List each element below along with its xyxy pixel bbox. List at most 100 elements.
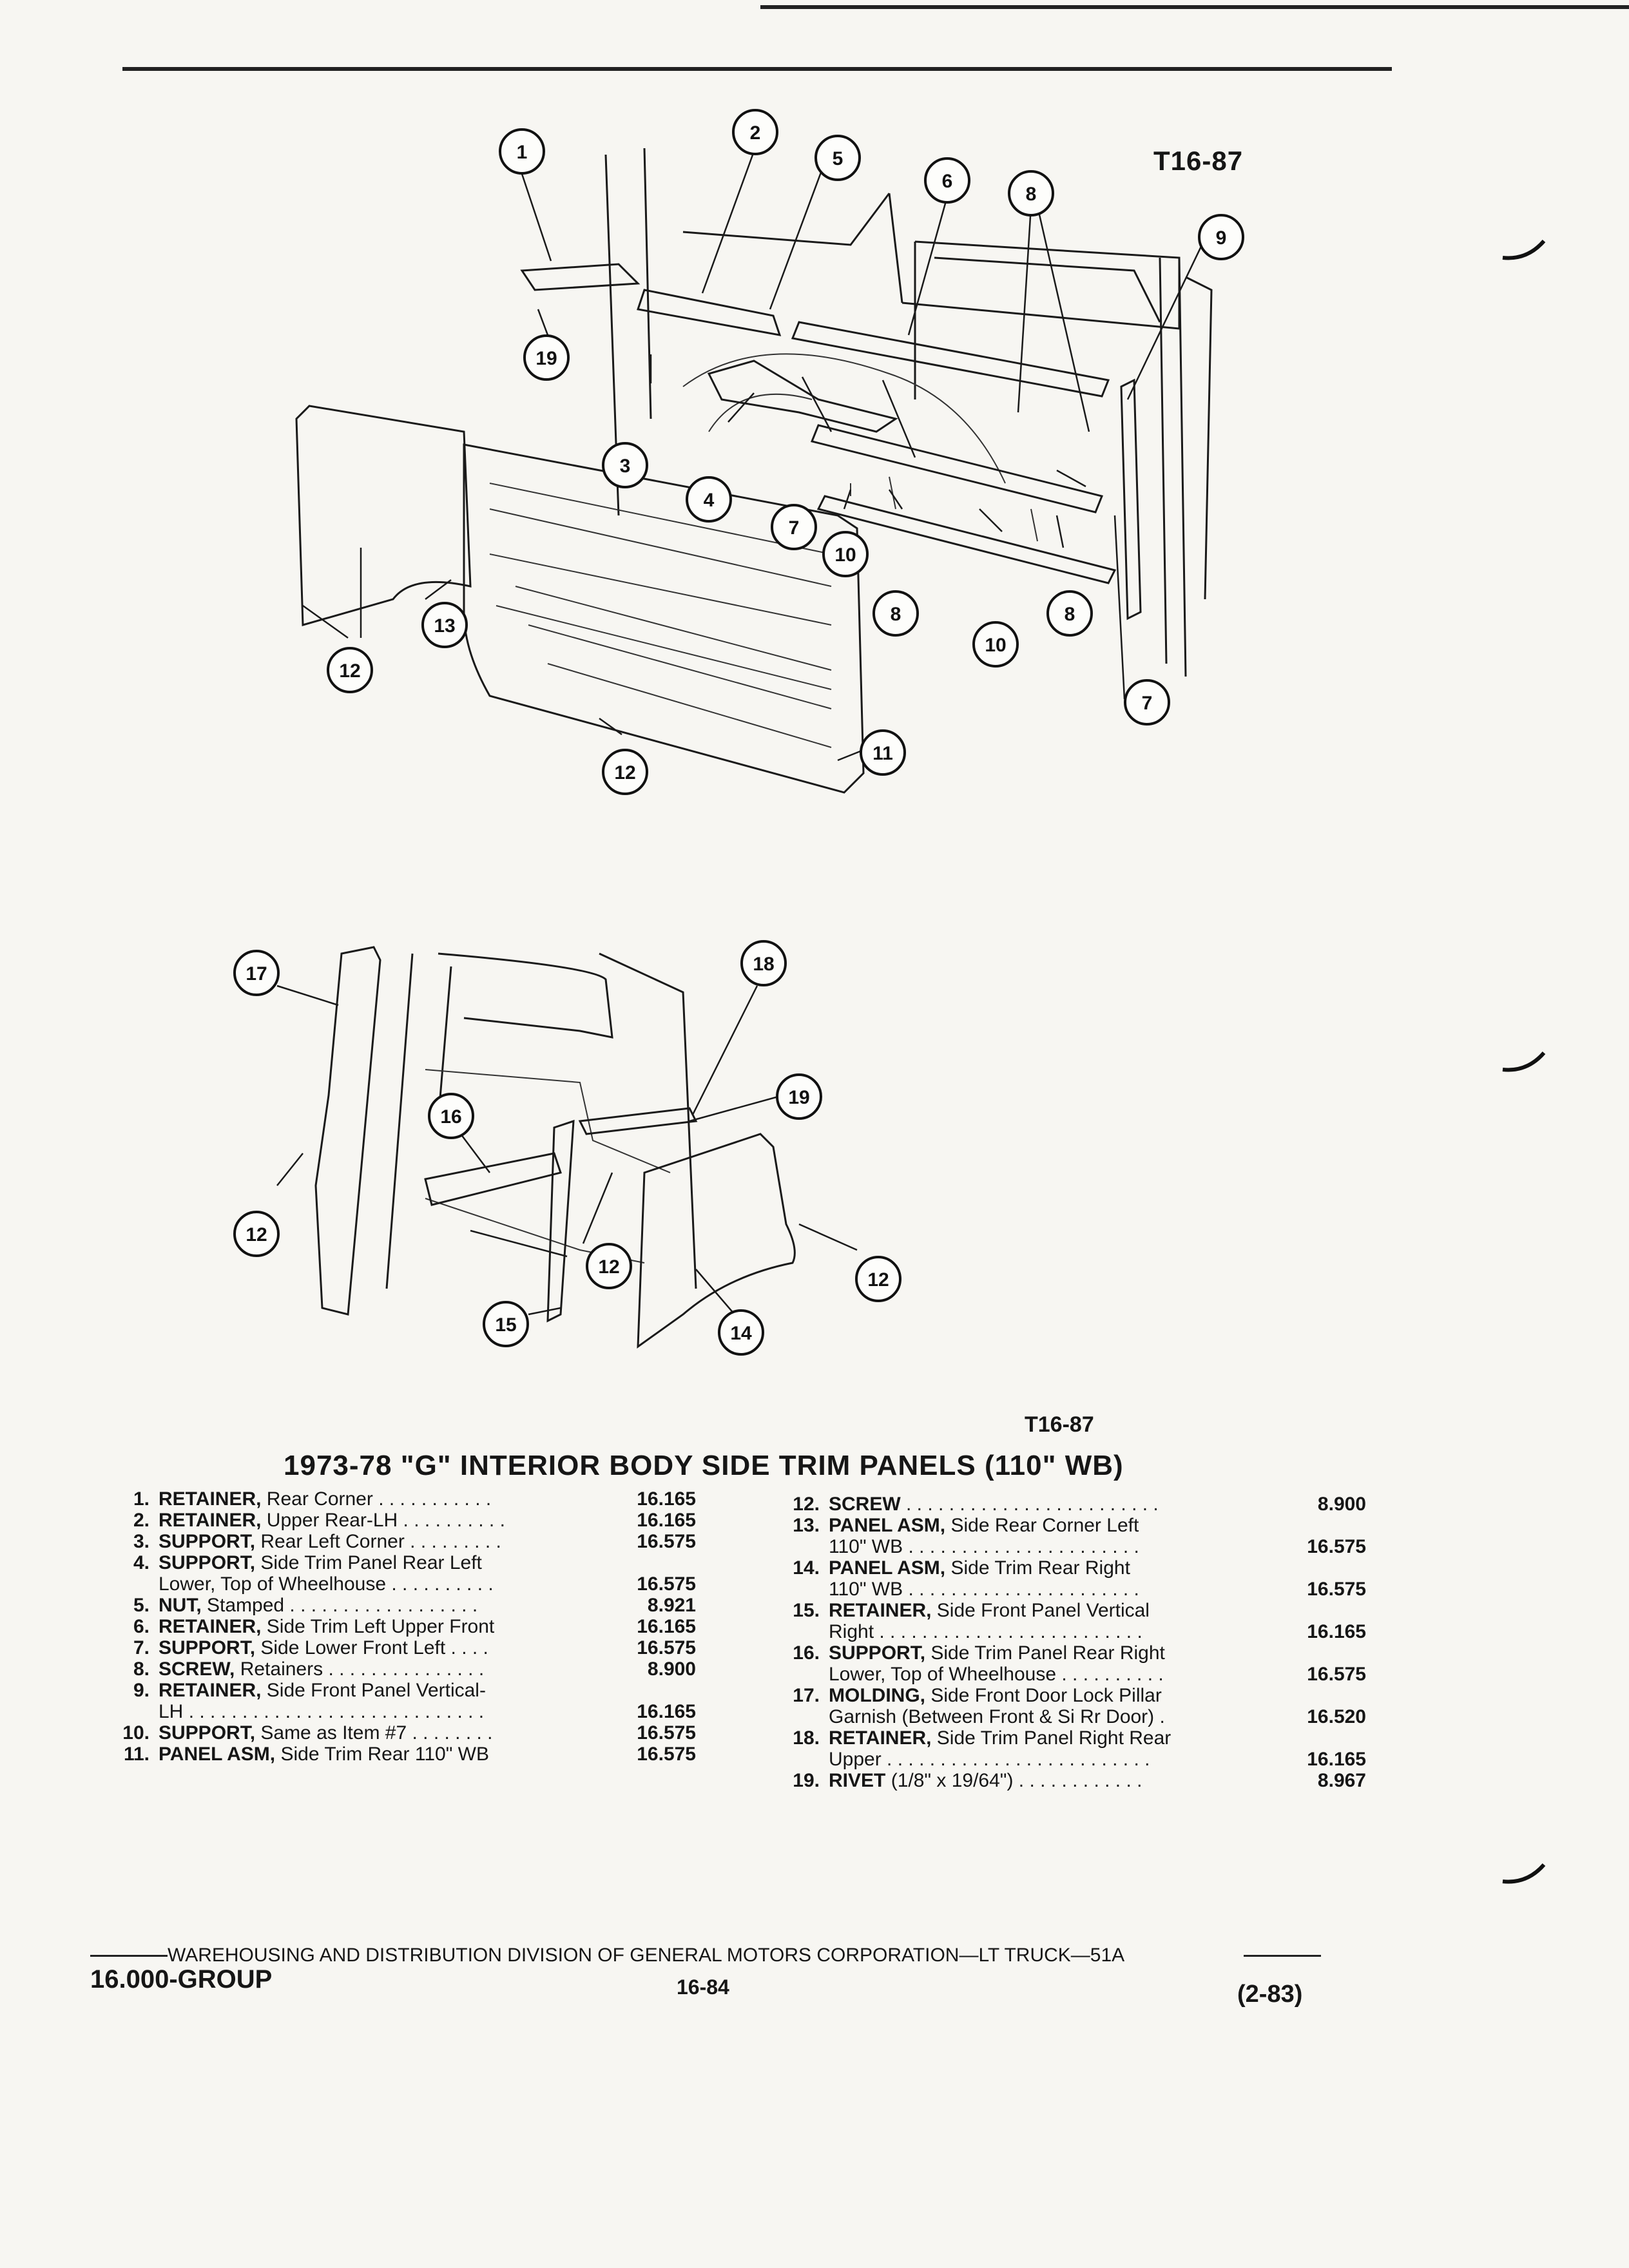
header-rule [122,67,1392,71]
callout-circle [428,1093,474,1139]
part-number: 5. [133,1595,149,1616]
leader-dots: . . . . . . . . . . . . . . . . . . . . … [903,1536,1139,1557]
part-name: SUPPORT, [159,1552,256,1573]
callout-circle [972,621,1019,668]
part-desc-text: Upper Rear-LH [266,1510,398,1531]
leader-dots: . . . . . . . . . . . [372,1488,492,1510]
callout-circle [327,647,373,693]
part-desc-text: Side Lower Front Left [260,1637,446,1658]
part-row: 12.SCREW . . . . . . . . . . . . . . . .… [760,1494,1366,1515]
margin-tick-mark [1502,1051,1546,1072]
callout-number: 1 [517,142,528,163]
part-description: RETAINER, Side Trim Panel Right Rear [829,1727,1366,1749]
part-number: 13. [793,1515,820,1536]
callout-circle [1198,214,1244,260]
part-number: 12. [793,1494,820,1515]
callout-number: 12 [598,1256,619,1278]
part-number: 17. [793,1685,820,1706]
part-desc-cont: Garnish (Between Front & Si Rr Door) . [829,1706,1269,1727]
part-name: RETAINER, [159,1510,262,1531]
part-description: RETAINER, Side Trim Left Upper Front [159,1616,599,1637]
callout-number: 9 [1216,227,1227,249]
callout-number: 19 [788,1087,809,1108]
part-number: 16. [793,1642,820,1664]
leader-dots: . . . . [445,1637,488,1658]
callout-circle [860,729,906,776]
group-code: 8.967 [1317,1770,1366,1791]
part-desc-text: Side Trim Panel Right Rear [936,1727,1171,1749]
group-code: 16.165 [637,1510,696,1531]
callout-number: 4 [704,490,715,511]
part-desc-cont-text: 110" WB [829,1536,903,1557]
part-number: 3. [133,1531,149,1552]
part-desc-cont: Lower, Top of Wheelhouse . . . . . . . .… [159,1573,599,1595]
footer-dash-left [90,1955,168,1957]
part-name: RETAINER, [159,1616,262,1637]
part-name: SCREW, [159,1658,235,1680]
group-code: 16.575 [637,1637,696,1658]
part-name: RIVET [829,1770,886,1791]
part-row: 13.PANEL ASM, Side Rear Corner Left [760,1515,1366,1536]
group-code: 8.921 [647,1595,696,1616]
part-desc-text: Side Front Door Lock Pillar [930,1685,1162,1706]
leader-dots: . . . . . . . . . . . . . . . . . . . . … [874,1621,1142,1642]
part-row-continued: Garnish (Between Front & Si Rr Door) .16… [760,1706,1366,1727]
part-name: SUPPORT, [159,1531,256,1552]
callout-number: 3 [620,456,631,477]
part-row: 18.RETAINER, Side Trim Panel Right Rear [760,1727,1366,1749]
part-number: 15. [793,1600,820,1621]
parts-list-title: 1973-78 "G" INTERIOR BODY SIDE TRIM PANE… [284,1450,1124,1481]
leader-dots: . . . . . . . . . . [386,1573,494,1595]
part-desc-cont: Right . . . . . . . . . . . . . . . . . … [829,1621,1269,1642]
part-desc-cont: 110" WB . . . . . . . . . . . . . . . . … [829,1536,1269,1557]
callout-number: 12 [246,1224,267,1245]
part-description: SUPPORT, Rear Left Corner . . . . . . . … [159,1531,599,1552]
callout-circle [855,1256,901,1302]
part-row-continued: 110" WB . . . . . . . . . . . . . . . . … [760,1579,1366,1600]
part-name: MOLDING, [829,1685,925,1706]
part-row-continued: LH . . . . . . . . . . . . . . . . . . .… [90,1701,696,1722]
part-name: PANEL ASM, [829,1515,946,1536]
part-row: 19.RIVET (1/8" x 19/64") . . . . . . . .… [760,1770,1366,1791]
part-name: SUPPORT, [159,1722,256,1744]
leader-dots: . . . . . . . . . . [398,1510,505,1531]
callout-number: 14 [730,1323,752,1344]
part-row-continued: Lower, Top of Wheelhouse . . . . . . . .… [90,1573,696,1595]
part-desc-text: Side Trim Rear 110" WB [280,1744,490,1765]
part-row: 14.PANEL ASM, Side Trim Rear Right [760,1557,1366,1579]
callout-number: 16 [440,1106,461,1128]
part-desc-text: Same as Item #7 [260,1722,407,1744]
part-row: 3. SUPPORT, Rear Left Corner . . . . . . … [90,1531,696,1552]
group-code: 16.165 [1307,1749,1366,1770]
callout-number: 11 [872,743,893,764]
part-row-continued: Lower, Top of Wheelhouse . . . . . . . .… [760,1664,1366,1685]
leader-dots: . . . . . . . . . . . . [1013,1770,1142,1791]
part-desc-cont-text: Garnish (Between Front & Si Rr Door) [829,1706,1155,1727]
part-row: 5.NUT, Stamped . . . . . . . . . . . . .… [90,1595,696,1616]
part-number: 11. [123,1744,149,1765]
callout-number: 10 [985,635,1006,656]
callout-number: 18 [753,954,774,975]
part-name: NUT, [159,1595,202,1616]
callout-circle [732,109,778,155]
group-code: 16.575 [637,1531,696,1552]
part-desc-text: Rear Left Corner [260,1531,405,1552]
leader-dots: . . . . . . . . . . . . . . . . . . . . … [183,1701,485,1722]
group-code: 16.575 [637,1573,696,1595]
figure-code-top: T16-87 [1153,146,1244,176]
group-code: 16.165 [637,1488,696,1510]
callout-circle [924,157,970,204]
part-desc-text: Rear Corner [266,1488,373,1510]
group-code: 8.900 [1317,1494,1366,1515]
callout-circle [602,749,648,795]
callout-number: 19 [535,348,557,369]
part-description: SUPPORT, Side Trim Panel Rear Left [159,1552,696,1573]
callout-circle [602,442,648,488]
callout-circle [718,1309,764,1356]
part-description: RETAINER, Side Front Panel Vertical- [159,1680,696,1701]
part-name: RETAINER, [829,1600,932,1621]
